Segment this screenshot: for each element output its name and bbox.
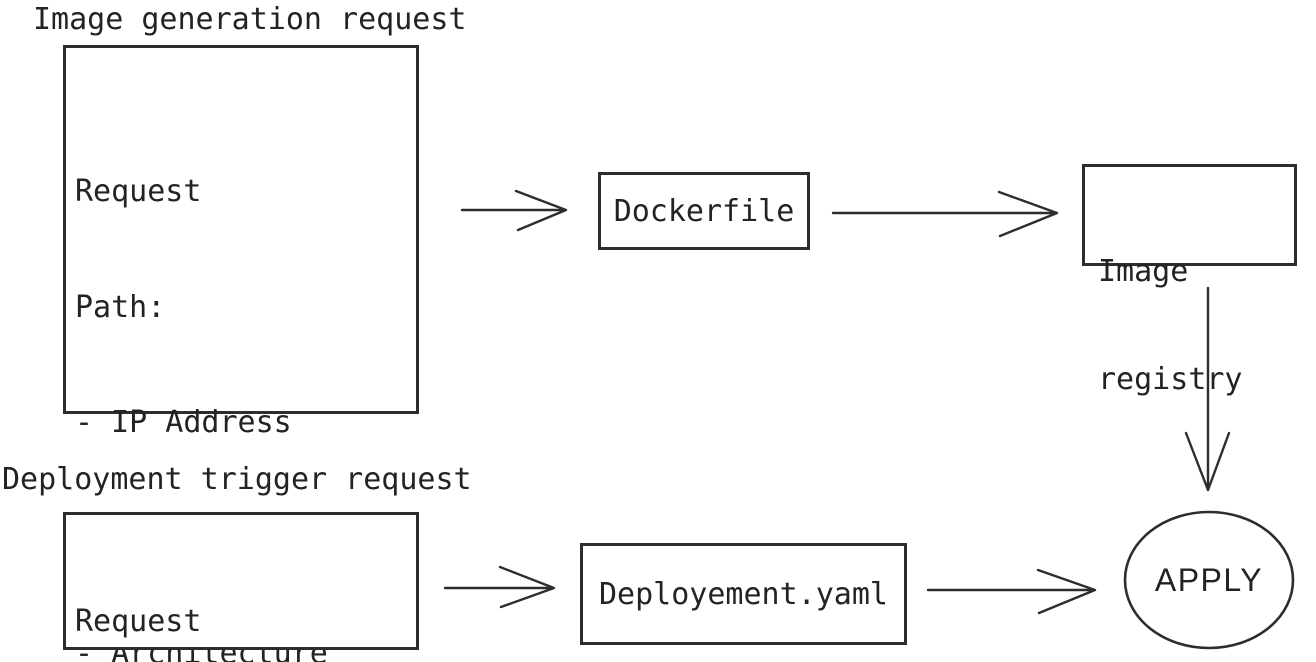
image-generation-request-box: Request Path: - IP Address - Environment… — [63, 45, 419, 662]
arrow-request-to-yaml — [443, 565, 556, 609]
arrow-registry-to-apply — [1184, 286, 1231, 492]
deployment-trigger-request-box: Request Path: - IP Address — [63, 512, 419, 650]
deployment-trigger-flow-title: Deployment trigger request — [2, 462, 472, 497]
dockerfile-node: Dockerfile — [598, 172, 810, 250]
registry-line: Image — [1098, 254, 1189, 289]
request-box-line: Request — [75, 174, 202, 209]
apply-ellipse — [1123, 510, 1295, 650]
request-box-line: - IP Address — [75, 405, 292, 440]
deployment-yaml-node: Deployement.yaml — [580, 543, 907, 645]
arrow-request-to-dockerfile — [460, 189, 568, 232]
request-box-line: Path: — [75, 289, 166, 325]
image-generation-flow-title: Image generation request — [33, 2, 467, 37]
arrow-dockerfile-to-registry — [831, 190, 1059, 238]
request-box-line: Request — [75, 604, 202, 639]
image-registry-node: Image registry — [1082, 164, 1297, 397]
registry-line: registry — [1098, 362, 1243, 397]
apply-node-label: APPLY — [1154, 561, 1264, 598]
arrow-yaml-to-apply — [926, 568, 1097, 615]
